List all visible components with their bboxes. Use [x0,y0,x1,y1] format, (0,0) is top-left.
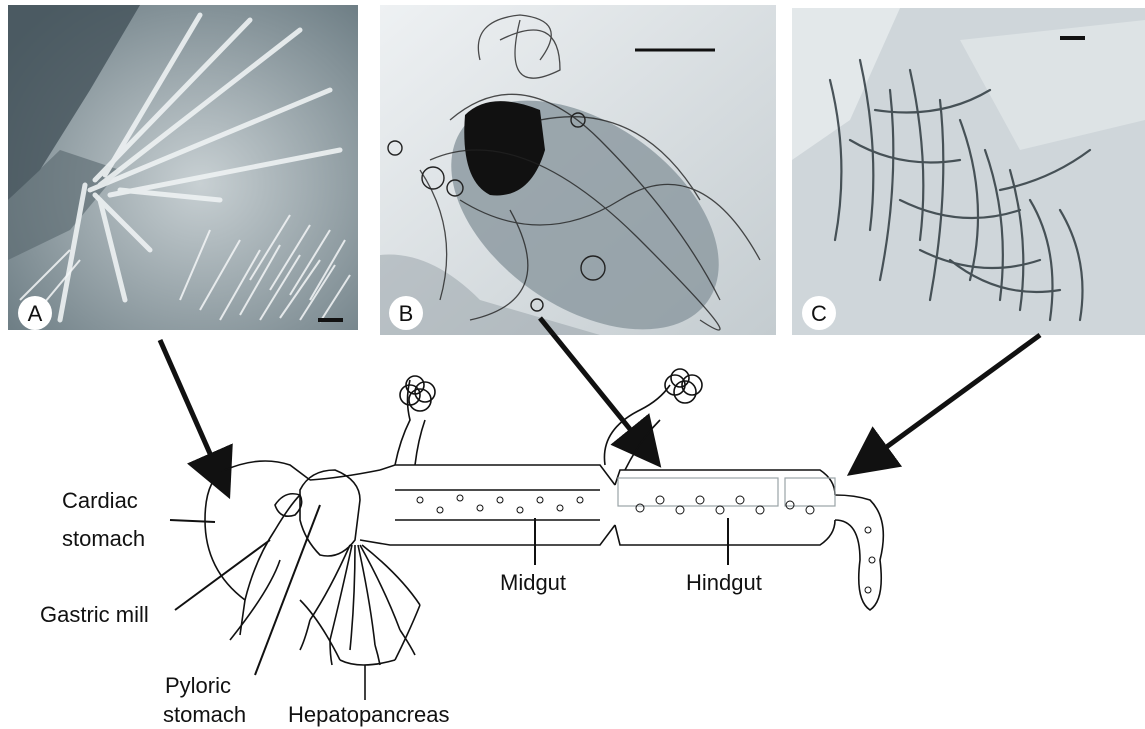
micrograph-panel-a: A [8,5,358,330]
label-cardiac-line1: Cardiac [62,488,138,513]
caecum-coil-2 [665,369,702,403]
caecum-coil-1 [400,376,435,411]
arrow-a-to-cardiac [160,340,226,490]
label-midgut: Midgut [500,570,566,595]
cardiac-stomach-outline [205,470,245,635]
arrow-c-to-hindgut [855,335,1040,470]
panel-letter-c: C [811,301,827,326]
highlight-box-midgut [618,478,778,506]
label-gastric-mill: Gastric mill [40,602,149,627]
leader-cardiac [170,520,215,522]
gut-drawing [205,369,883,700]
leader-gastric-mill [175,540,270,610]
label-hepatopancreas: Hepatopancreas [288,702,449,727]
lumen-contents [417,495,875,593]
hepatopancreas-drawing [300,545,420,700]
label-pyloric-line1: Pyloric [165,673,231,698]
label-cardiac-line2: stomach [62,526,145,551]
leader-lines [170,505,728,675]
panel-letter-b: B [399,301,414,326]
micrograph-panel-b: B [380,5,776,376]
label-pyloric-line2: stomach [163,702,246,727]
pyloric-stomach-outline [300,470,360,556]
micrograph-panel-c: C [792,8,1145,335]
panel-letter-a: A [28,301,43,326]
label-hindgut: Hindgut [686,570,762,595]
arrow-b-to-midgut [540,318,655,460]
